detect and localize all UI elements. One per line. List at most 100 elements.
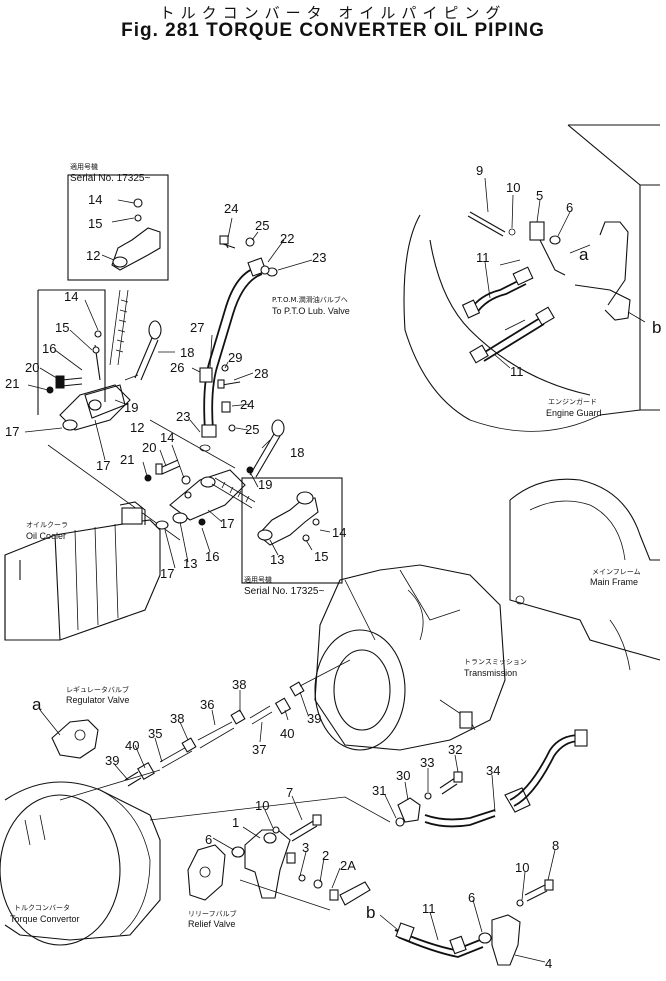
callout-5: 5 xyxy=(536,188,543,203)
regulator-valve-label-jp: レギュレータバルブ xyxy=(66,685,129,694)
callout-a: a xyxy=(579,245,589,264)
engine-guard-drawing xyxy=(403,124,660,432)
transmission-drawing xyxy=(314,564,506,751)
callout-3: 3 xyxy=(302,840,309,855)
callout-13: 13 xyxy=(270,552,284,567)
inset-serial: Serial No. 17325~ xyxy=(244,586,324,597)
pto-valve-label: To P.T.O Lub. Valve xyxy=(272,306,350,316)
callout-29: 29 xyxy=(228,350,242,365)
callout-23: 23 xyxy=(176,409,190,424)
inset-serial: Serial No. 17325~ xyxy=(70,173,150,184)
callout-6: 6 xyxy=(566,200,573,215)
callout-14: 14 xyxy=(160,430,174,445)
left-upper-assembly xyxy=(24,289,175,461)
main-frame-label-jp: メインフレーム xyxy=(592,568,641,576)
callout-15: 15 xyxy=(88,216,102,231)
inset-box-top xyxy=(67,174,169,281)
callout-24: 24 xyxy=(224,201,238,216)
relief-valve-label-jp: リリーフバルブ xyxy=(188,909,237,918)
callout-1: 1 xyxy=(232,815,239,830)
callout-38: 38 xyxy=(170,711,184,726)
callout-14: 14 xyxy=(64,289,78,304)
callout-16: 16 xyxy=(42,341,56,356)
callout-32: 32 xyxy=(448,742,462,757)
pto-pipe xyxy=(189,217,313,452)
callout-6: 6 xyxy=(468,890,475,905)
inset-box-bottom xyxy=(241,477,343,584)
callout-30: 30 xyxy=(396,768,410,783)
callout-14: 14 xyxy=(88,192,102,207)
callout-labels: 9 10 5 6 11 11 a b 14 15 12 24 25 22 23 … xyxy=(5,163,661,971)
right-lower-pipes xyxy=(379,729,588,966)
callout-39: 39 xyxy=(307,711,321,726)
callout-40: 40 xyxy=(125,738,139,753)
regulator-valve-assembly xyxy=(39,659,391,823)
callout-39: 39 xyxy=(105,753,119,768)
pto-valve-label-jp: P.T.O.M.潤滑油バルブへ xyxy=(272,295,348,304)
callout-20: 20 xyxy=(142,440,156,455)
inset-note-jp: 適用号機 xyxy=(70,162,98,171)
callout-36: 36 xyxy=(200,697,214,712)
callout-15: 15 xyxy=(314,549,328,564)
callout-15: 15 xyxy=(55,320,69,335)
torque-converter-label-jp: トルクコンバータ xyxy=(14,903,70,912)
callout-10: 10 xyxy=(255,798,269,813)
callout-8: 8 xyxy=(552,838,559,853)
callout-14: 14 xyxy=(332,525,346,540)
torque-converter-drawing xyxy=(0,781,161,946)
callout-21: 21 xyxy=(120,452,134,467)
title-japanese: トルクコンバータ オイルパイピング xyxy=(159,4,507,22)
callout-12: 12 xyxy=(130,420,144,435)
callout-28: 28 xyxy=(254,366,268,381)
callout-b: b xyxy=(366,903,375,922)
callout-10: 10 xyxy=(506,180,520,195)
callout-18: 18 xyxy=(180,345,194,360)
main-frame-label: Main Frame xyxy=(590,577,638,587)
callout-25: 25 xyxy=(255,218,269,233)
torque-converter-label: Torque Convertor xyxy=(10,914,80,924)
callout-24: 24 xyxy=(240,397,254,412)
relief-valve-assembly xyxy=(187,795,371,911)
main-frame-drawing xyxy=(509,478,661,671)
callout-31: 31 xyxy=(372,783,386,798)
callout-37: 37 xyxy=(252,742,266,757)
callout-25: 25 xyxy=(245,422,259,437)
engine-guard-label-jp: エンジンガード xyxy=(548,397,597,406)
callout-17: 17 xyxy=(220,516,234,531)
callout-26: 26 xyxy=(170,360,184,375)
callout-20: 20 xyxy=(25,360,39,375)
callout-17: 17 xyxy=(96,458,110,473)
callout-11: 11 xyxy=(510,364,524,379)
oil-cooler-label: Oil Cooler xyxy=(26,531,66,541)
regulator-valve-label: Regulator Valve xyxy=(66,695,129,705)
callout-12: 12 xyxy=(86,248,100,263)
callout-2: 2 xyxy=(322,848,329,863)
callout-34: 34 xyxy=(486,763,500,778)
callout-b: b xyxy=(652,318,661,337)
transmission-label-jp: トランスミッション xyxy=(464,658,527,666)
callout-33: 33 xyxy=(420,755,434,770)
engine-guard-label: Engine Guard xyxy=(546,408,602,418)
callout-17: 17 xyxy=(5,424,19,439)
callout-6: 6 xyxy=(205,832,212,847)
callout-18: 18 xyxy=(290,445,304,460)
callout-11: 11 xyxy=(422,901,436,916)
callout-23: 23 xyxy=(312,250,326,265)
component-labels: 適用号機 Serial No. 17325~ 適用号機 Serial No. 1… xyxy=(10,162,641,929)
figure-title: Fig. 281 TORQUE CONVERTER OIL PIPING xyxy=(121,20,545,41)
callout-22: 22 xyxy=(280,231,294,246)
callout-7: 7 xyxy=(286,785,293,800)
oil-cooler-drawing xyxy=(4,501,161,641)
callout-2a: 2A xyxy=(340,858,356,873)
callout-38: 38 xyxy=(232,677,246,692)
callout-19: 19 xyxy=(258,477,272,492)
callout-16: 16 xyxy=(205,549,219,564)
transmission-label: Transmission xyxy=(464,668,517,678)
callout-4: 4 xyxy=(545,956,552,971)
callout-40: 40 xyxy=(280,726,294,741)
callout-35: 35 xyxy=(148,726,162,741)
callout-13: 13 xyxy=(183,556,197,571)
relief-valve-label: Relief Valve xyxy=(188,919,235,929)
callout-17: 17 xyxy=(160,566,174,581)
